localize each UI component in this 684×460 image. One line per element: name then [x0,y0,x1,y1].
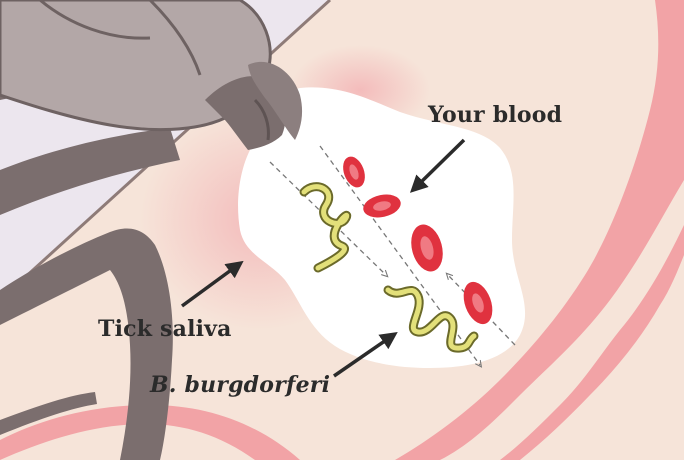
tick-leg-lower [0,228,173,460]
blood-vessel-right [395,0,684,460]
spirochete-bacterium [383,285,479,353]
tick-head-shell [0,0,272,132]
spirochete-bacterium [299,182,352,273]
tick-head [0,0,303,150]
blood-vessel-bottom [0,405,300,460]
label-your-blood: Your blood [428,102,563,128]
tick-leg-thin [0,392,97,435]
red-blood-cell [411,224,443,272]
red-blood-cell [463,281,493,325]
tick-leg-middle [0,128,180,215]
tick-head-ridge-2 [148,0,202,76]
arrow-b-burgdorferi [333,332,398,378]
label-b-burgdorferi: B. burgdorferi [150,372,331,398]
saliva-pool [238,87,526,368]
tick-mouthpart-right [248,61,303,140]
arrow-tick-saliva [180,260,244,308]
arrow-your-blood [409,138,466,193]
red-blood-cell [343,156,365,188]
tick-palp [253,98,270,141]
tick-head-ridge [39,0,151,40]
red-blood-cell [363,194,401,218]
label-tick-saliva: Tick saliva [98,316,232,342]
